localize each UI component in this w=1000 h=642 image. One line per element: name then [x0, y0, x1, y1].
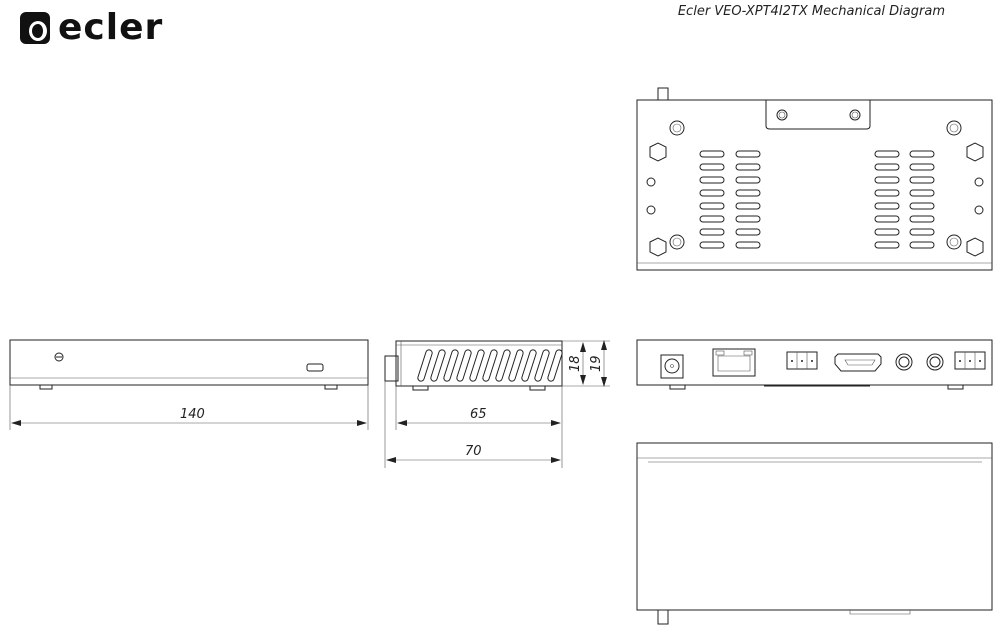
vent-slot	[443, 349, 459, 382]
vent-slot	[699, 228, 725, 236]
vent-slot	[699, 163, 725, 171]
terminal-block-icon	[954, 351, 986, 370]
rear-view	[636, 339, 993, 390]
front-view	[9, 339, 369, 390]
vent-slot	[456, 349, 472, 382]
vent-slot	[909, 202, 935, 210]
dimension-depth-body-label: 65	[470, 407, 487, 422]
vent-slot	[874, 215, 900, 223]
vent-slot	[874, 176, 900, 184]
vent-slot	[699, 215, 725, 223]
vent-slot	[547, 349, 563, 382]
vent-slot	[909, 215, 935, 223]
vent-slot	[735, 163, 761, 171]
ecler-logo-icon	[20, 12, 50, 44]
vent-slot	[417, 349, 433, 382]
bottom-view	[636, 442, 993, 625]
vent-slot	[909, 189, 935, 197]
audio-jack-icon	[895, 353, 944, 371]
vent-slot	[699, 150, 725, 158]
hdmi-port-icon	[834, 353, 882, 372]
vent-slot	[874, 228, 900, 236]
vent-slot	[874, 150, 900, 158]
vent-slot	[735, 150, 761, 158]
rj45-port-icon	[712, 348, 756, 377]
dimension-lines	[9, 340, 610, 468]
vent-slot	[735, 241, 761, 249]
vent-slot	[735, 228, 761, 236]
vent-slot	[874, 241, 900, 249]
micro-usb-port-icon	[306, 363, 324, 372]
top-view	[636, 87, 993, 271]
vent-slot	[735, 176, 761, 184]
diagram-title: Ecler VEO-XPT4I2TX Mechanical Diagram	[677, 4, 945, 19]
vent-slot	[874, 189, 900, 197]
ir-sensor-icon	[54, 352, 64, 362]
vent-slot	[874, 202, 900, 210]
side-view	[384, 340, 563, 391]
vent-slot	[909, 163, 935, 171]
dc-power-jack-icon	[660, 354, 684, 379]
vent-slot	[699, 202, 725, 210]
vent-slot	[469, 349, 485, 382]
vent-slot	[735, 202, 761, 210]
vent-slot	[508, 349, 524, 382]
dimension-height-total-label: 19	[589, 355, 604, 372]
vent-slot	[495, 349, 511, 382]
vent-slot	[909, 150, 935, 158]
vent-slot	[909, 228, 935, 236]
dimension-length-label: 140	[180, 407, 205, 422]
vent-slot	[482, 349, 498, 382]
vent-slot	[534, 349, 550, 382]
vent-slot	[735, 215, 761, 223]
terminal-block-icon	[786, 351, 818, 370]
vent-slot	[909, 241, 935, 249]
vent-slot	[874, 163, 900, 171]
ecler-logo: ecler	[20, 7, 164, 48]
dimension-depth-total-label: 70	[465, 444, 482, 459]
vent-slot	[699, 241, 725, 249]
vent-slot	[699, 176, 725, 184]
brand-name: ecler	[58, 7, 164, 48]
dimension-height-body-label: 18	[568, 355, 583, 372]
vent-slot	[909, 176, 935, 184]
vent-slot	[430, 349, 446, 382]
vent-slot	[735, 189, 761, 197]
vent-slot	[521, 349, 537, 382]
vent-slot	[699, 189, 725, 197]
